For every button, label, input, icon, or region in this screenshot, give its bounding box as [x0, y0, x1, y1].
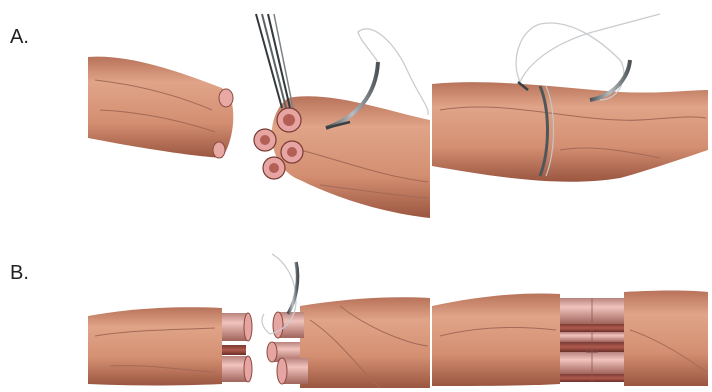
forceps-icon [256, 14, 293, 108]
panel-b-right-nerve-stump [262, 254, 430, 388]
panel-a-right-nerve-stump [254, 14, 430, 218]
panel-b-repaired-nerve [432, 291, 708, 387]
panel-a-repaired-nerve [432, 14, 708, 182]
nerve-graft-fascicles [560, 298, 624, 382]
panel-b-left-nerve-stump [88, 307, 252, 385]
panel-a-left-nerve-stump [88, 57, 233, 158]
